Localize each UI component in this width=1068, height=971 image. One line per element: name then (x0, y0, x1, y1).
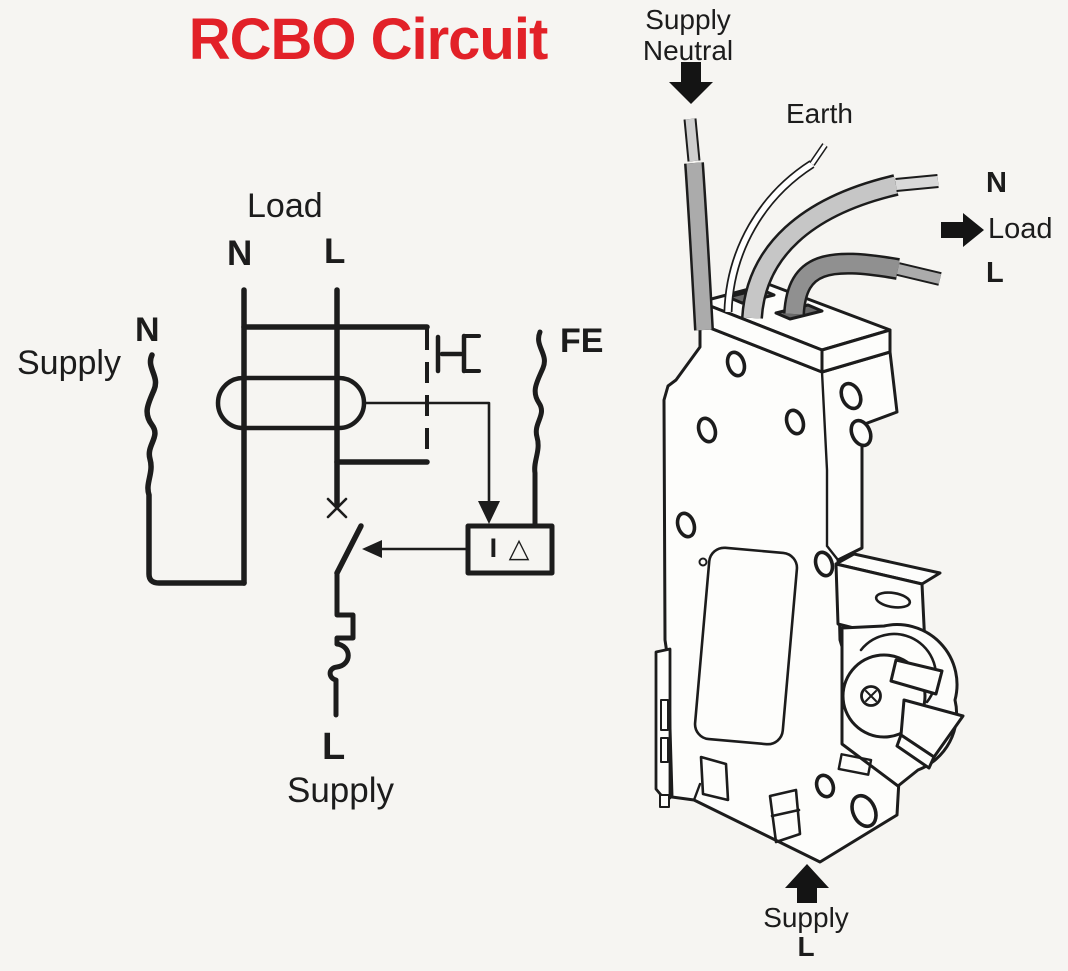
schematic-load-n-terminal: N (227, 234, 253, 273)
line-conductor (241, 287, 430, 509)
device-supply-neutral-line2: Neutral (642, 35, 734, 67)
rcbo-schematic (144, 287, 555, 718)
vent-hole (696, 416, 718, 444)
vent-holes (675, 350, 878, 829)
device-supply-l-terminal: L (797, 931, 815, 962)
trip-coil-box (465, 523, 555, 576)
annotation-arrows (669, 62, 984, 903)
wire-earth (723, 143, 828, 313)
page-title: RCBO Circuit (188, 7, 549, 72)
device-load-l-terminal: L (986, 257, 1004, 289)
fe-wire (532, 329, 547, 528)
label-window (837, 753, 873, 776)
thumb-grip (874, 591, 912, 609)
vent-hole (839, 381, 863, 411)
down-arrow-icon (669, 62, 713, 104)
switch-blade (334, 523, 364, 576)
test-button-symbol (435, 333, 481, 374)
vent-hole (850, 793, 878, 829)
device-earth-label: Earth (786, 98, 853, 129)
vent-hole (814, 773, 836, 799)
right-arrow-icon (941, 213, 984, 247)
wire-load-neutral (741, 174, 939, 319)
wire-load-line (783, 252, 942, 316)
vent-hole (849, 418, 873, 448)
schematic-load-l-terminal: L (324, 232, 346, 271)
rcd-sensor-symbol: I △ (489, 533, 532, 564)
rcbo-device (654, 118, 965, 864)
device-supply-neutral-line1: Supply (645, 4, 731, 35)
schematic-supply-line-label: Supply (287, 771, 395, 810)
vent-hole (675, 511, 697, 539)
thermal-element (334, 570, 356, 647)
vent-hole (725, 350, 747, 378)
device-wires (683, 118, 942, 331)
trip-arrow (362, 540, 470, 558)
vent-hole (813, 550, 835, 578)
ct-toroid (215, 375, 367, 431)
magnetic-coil (327, 641, 351, 718)
device-supply-neutral-label: Supply Neutral (628, 4, 748, 67)
up-arrow-icon (785, 864, 829, 903)
device-load-n-terminal: N (986, 167, 1007, 199)
toggle-lever-edge (895, 733, 936, 770)
front-panel (693, 546, 799, 746)
sensor-arrow (362, 401, 500, 524)
bottom-feet (699, 755, 802, 844)
wire-supply-neutral (683, 118, 714, 331)
schematic-supply-neutral-label: Supply (17, 344, 121, 382)
pin-dot (698, 557, 708, 567)
x-mark (326, 497, 348, 519)
schematic-load-title: Load (247, 187, 323, 225)
neutral-conductor (144, 287, 247, 586)
schematic-supply-l-terminal: L (322, 726, 346, 768)
toggle-mechanism (837, 623, 965, 788)
din-clip (654, 647, 672, 808)
vent-hole (784, 408, 806, 436)
device-load-label: Load (988, 213, 1053, 245)
device-edges (692, 370, 840, 802)
schematic-fe-label: FE (560, 322, 604, 360)
screw-slots (865, 690, 877, 702)
schematic-supply-n-terminal: N (135, 311, 160, 349)
status-window (889, 658, 944, 696)
device-supply-label: Supply (763, 902, 849, 933)
